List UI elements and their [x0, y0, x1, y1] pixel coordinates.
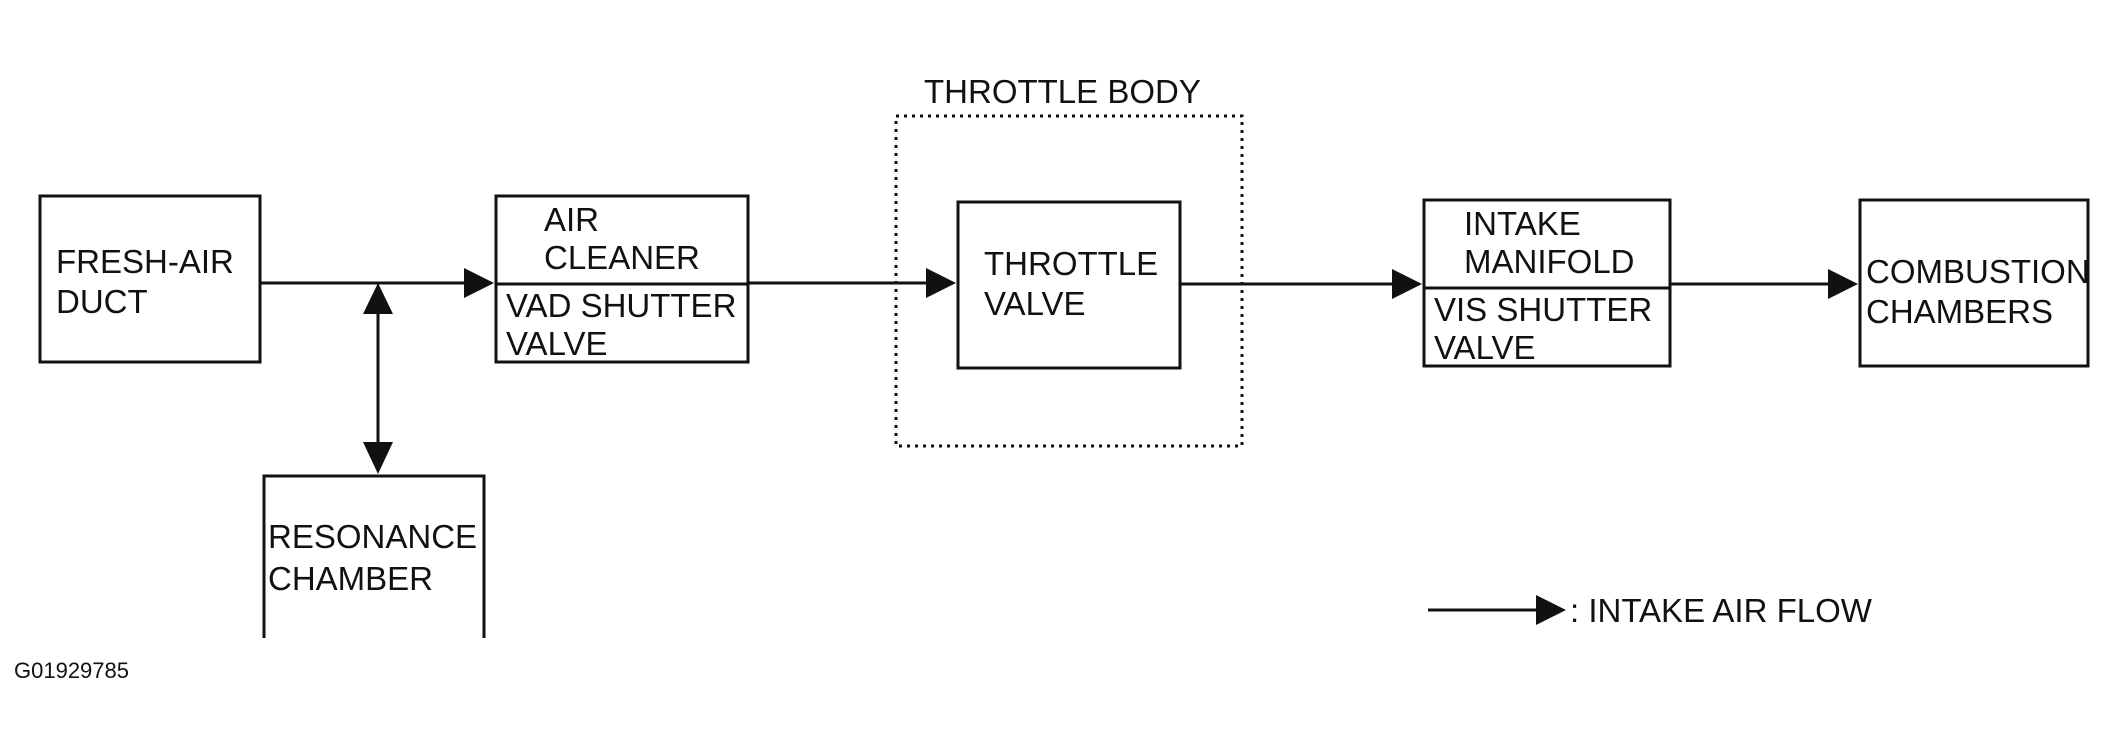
- resonance-chamber-box: [262, 474, 486, 638]
- intake-manifold-label-line2: MANIFOLD: [1464, 243, 1635, 280]
- flow-connectors: [260, 268, 1858, 474]
- combustion-chambers-label-line1: COMBUSTION: [1866, 253, 2090, 290]
- legend: : INTAKE AIR FLOW: [1428, 592, 1873, 629]
- throttle-body-boundary: [894, 114, 1244, 448]
- combustion-chambers-label-line2: CHAMBERS: [1866, 293, 2053, 330]
- air-cleaner-label-line2: CLEANER: [544, 239, 700, 276]
- vad-shutter-valve-label-line1: VAD SHUTTER: [506, 287, 736, 324]
- flow-arrowhead-combustion: [1828, 269, 1858, 299]
- throttle-valve-label-line1: THROTTLE: [984, 245, 1158, 282]
- combustion-chambers-node: COMBUSTION CHAMBERS: [1858, 198, 2090, 368]
- throttle-valve-box: [956, 200, 1182, 370]
- throttle-valve-node: THROTTLE VALVE: [956, 200, 1182, 370]
- air-cleaner-label-line1: AIR: [544, 201, 599, 238]
- flow-arrowhead-resonance-down: [363, 442, 393, 474]
- combustion-chambers-box: [1858, 198, 2090, 368]
- legend-arrow-icon: [1536, 595, 1566, 625]
- throttle-body-label: THROTTLE BODY: [924, 73, 1201, 110]
- legend-label: : INTAKE AIR FLOW: [1570, 592, 1873, 629]
- vad-shutter-valve-label-line2: VALVE: [506, 325, 608, 362]
- fresh-air-duct-label-line1: FRESH-AIR: [56, 243, 234, 280]
- figure-id: G01929785: [14, 658, 129, 683]
- flow-arrowhead-manifold: [1392, 269, 1422, 299]
- air-cleaner-box: [494, 194, 750, 364]
- throttle-valve-label-line2: VALVE: [984, 285, 1086, 322]
- flow-arrowhead-resonance-up: [363, 283, 393, 314]
- resonance-chamber-label-line1: RESONANCE: [268, 518, 477, 555]
- fresh-air-duct-label-line2: DUCT: [56, 283, 148, 320]
- throttle-body-group: THROTTLE BODY: [894, 73, 1244, 448]
- intake-manifold-box: [1422, 198, 1672, 368]
- vis-shutter-valve-label-line1: VIS SHUTTER: [1434, 291, 1652, 328]
- vis-shutter-valve-label-line2: VALVE: [1434, 329, 1536, 366]
- flow-arrowhead-cleaner: [464, 268, 494, 298]
- air-cleaner-node: AIR CLEANER VAD SHUTTER VALVE: [494, 194, 750, 364]
- resonance-chamber-node: RESONANCE CHAMBER: [262, 474, 486, 638]
- fresh-air-duct-box: [38, 194, 262, 364]
- flow-arrowhead-throttle: [926, 268, 956, 298]
- intake-manifold-node: INTAKE MANIFOLD VIS SHUTTER VALVE: [1422, 198, 1672, 368]
- fresh-air-duct-node: FRESH-AIR DUCT: [38, 194, 262, 364]
- resonance-chamber-label-line2: CHAMBER: [268, 560, 433, 597]
- intake-manifold-label-line1: INTAKE: [1464, 205, 1581, 242]
